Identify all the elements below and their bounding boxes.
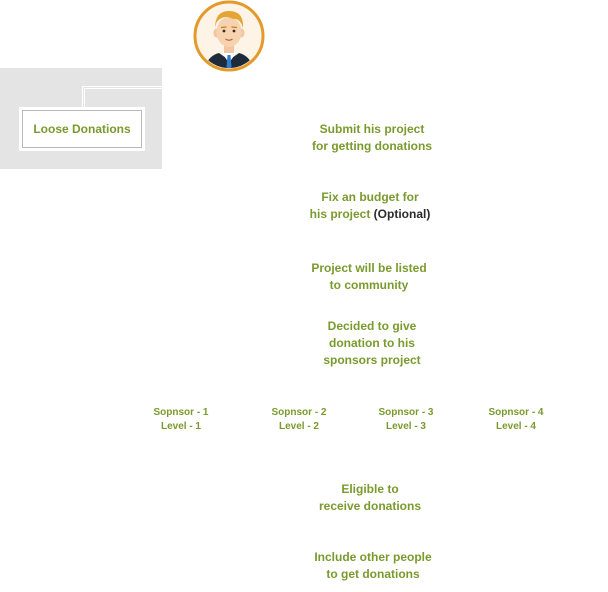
step-line: to community xyxy=(329,278,409,292)
step-line: Decided to give xyxy=(327,319,417,333)
step-eligible: Eligible to receive donations xyxy=(319,481,421,515)
sponsor-4: Sopnsor - 4 Level - 4 xyxy=(488,406,543,434)
sponsor-name: Sopnsor - 1 xyxy=(153,407,209,418)
sponsor-level: Level - 2 xyxy=(278,421,320,432)
step-line: Eligible to xyxy=(341,482,399,496)
loose-donations-label: Loose Donations xyxy=(33,122,131,136)
step-line-wrap: his project (Optional) xyxy=(310,206,431,223)
step-line: Submit his project xyxy=(319,122,425,136)
step-line: donation to his xyxy=(328,336,415,350)
step-line: Include other people xyxy=(314,550,432,564)
step-line: Fix an budget for xyxy=(321,190,419,204)
step-line: Project will be listed xyxy=(311,261,427,275)
sponsor-level: Level - 4 xyxy=(495,421,537,432)
step-include-others: Include other people to get donations xyxy=(314,549,431,583)
step-project-listed: Project will be listed to community xyxy=(311,260,426,294)
sponsor-2: Sopnsor - 2 Level - 2 xyxy=(271,406,326,434)
sponsor-name: Sopnsor - 3 xyxy=(378,407,434,418)
step-fix-budget: Fix an budget for his project (Optional) xyxy=(310,189,431,223)
step-decided-to-give: Decided to give donation to his sponsors… xyxy=(323,318,420,369)
sponsor-3: Sopnsor - 3 Level - 3 xyxy=(378,406,433,434)
sponsor-1: Sopnsor - 1 Level - 1 xyxy=(153,406,208,434)
panel-connector-line xyxy=(82,86,162,108)
step-line: for getting donations xyxy=(312,139,432,153)
step-line: receive donations xyxy=(318,499,422,513)
step-line: his project xyxy=(309,207,371,221)
sponsor-level: Level - 1 xyxy=(160,421,202,432)
step-line: to get donations xyxy=(326,567,420,581)
loose-donations-box[interactable]: Loose Donations xyxy=(22,110,142,148)
user-avatar-icon xyxy=(193,0,265,72)
step-line: sponsors project xyxy=(323,353,421,367)
optional-note: (Optional) xyxy=(370,207,431,221)
sponsor-name: Sopnsor - 2 xyxy=(271,407,327,418)
sponsor-name: Sopnsor - 4 xyxy=(488,407,544,418)
sponsor-level: Level - 3 xyxy=(385,421,427,432)
step-submit-project: Submit his project for getting donations xyxy=(312,121,432,155)
